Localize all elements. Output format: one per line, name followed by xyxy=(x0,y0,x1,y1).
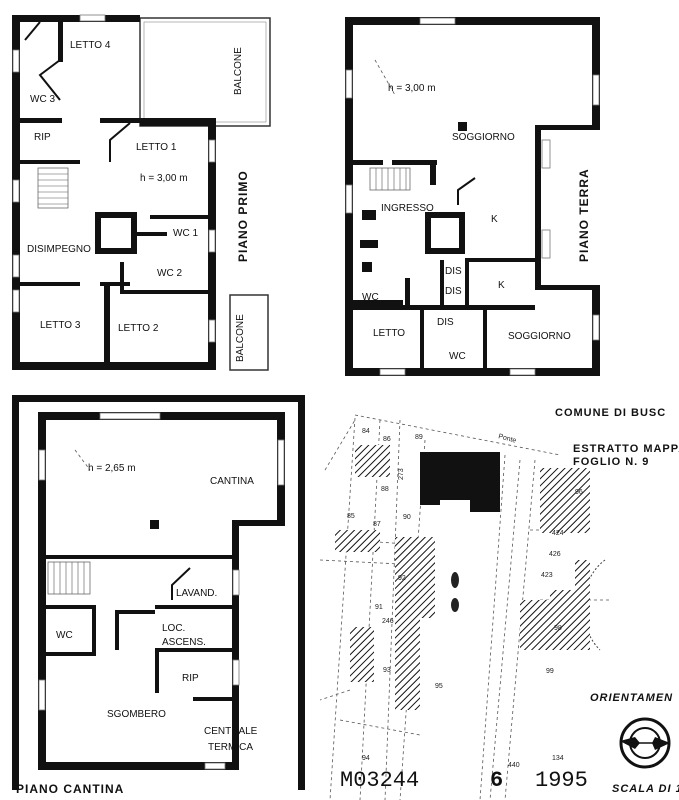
parcel-number: 246 xyxy=(382,618,394,625)
floor-title: PIANO PRIMO xyxy=(236,170,250,262)
room-label: RIP xyxy=(182,673,199,684)
stamp-day: 6 xyxy=(490,768,503,793)
parcel-number: 91 xyxy=(375,604,383,611)
foglio-label: FOGLIO N. 9 xyxy=(573,456,649,468)
parcel-number: 92 xyxy=(398,575,406,582)
room-label: ASCENS. xyxy=(162,637,206,648)
room-label: LOC. xyxy=(162,623,185,634)
balcony-bottom xyxy=(229,294,269,371)
parcel-number: 95 xyxy=(435,683,443,690)
cadastral-map: Ponte 84 86 89 273 88 85 87 90 92 91 246… xyxy=(319,407,679,800)
parcel-number: 273 xyxy=(398,468,405,480)
parcel-number: 99 xyxy=(546,668,554,675)
room-label: SOGGIORNO xyxy=(508,331,571,342)
room-label: K xyxy=(498,280,505,291)
room-label: DISIMPEGNO xyxy=(27,244,91,255)
height-label: h = 3,00 m xyxy=(388,83,436,94)
parcel-number: 134 xyxy=(552,755,564,762)
room-label: WC xyxy=(449,351,466,362)
parcel-number: 85 xyxy=(347,513,355,520)
exterior-walls xyxy=(345,17,600,376)
room-label: WC xyxy=(56,630,73,641)
parcel-number: 93 xyxy=(383,667,391,674)
room-label: SGOMBERO xyxy=(107,709,166,720)
room-label: LETTO 4 xyxy=(70,40,111,51)
stairs xyxy=(37,167,69,209)
room-label: LETTO 2 xyxy=(118,323,159,334)
parcel-number: 423 xyxy=(541,572,553,579)
outer-frame xyxy=(12,395,305,790)
room-label: K xyxy=(491,214,498,225)
room-label: DIS xyxy=(437,317,454,328)
room-label: DIS xyxy=(445,266,462,277)
floor-title: PIANO CANTINA xyxy=(16,782,124,796)
stairs xyxy=(47,561,91,595)
room-label: LETTO xyxy=(373,328,405,339)
stamp-code: M03244 xyxy=(340,768,419,793)
stairs xyxy=(369,167,411,191)
piano-primo-plan: LETTO 4 WC 3 BALCONE RIP LETTO 1 h = 3,0… xyxy=(12,14,271,371)
room-label: CENTRALE xyxy=(204,726,258,737)
road-label: Ponte xyxy=(497,433,517,445)
piano-cantina-plan: h = 2,65 m CANTINA LAVAND. WC LOC. ASCEN… xyxy=(12,395,305,796)
column xyxy=(150,520,159,529)
exterior-walls xyxy=(12,15,216,370)
parcel-number: 90 xyxy=(403,514,411,521)
parcel-number: 98 xyxy=(554,625,562,632)
floor-title: PIANO TERRA xyxy=(577,168,591,262)
parcel-number: 96 xyxy=(575,489,583,496)
room-label: LETTO 1 xyxy=(136,142,177,153)
room-label: DIS xyxy=(445,286,462,297)
orientation-label: ORIENTAMEN xyxy=(590,692,673,704)
compass-icon xyxy=(619,717,671,769)
estratto-label: ESTRATTO MAPPA xyxy=(573,443,679,455)
scale-label: SCALA DI 1:2 xyxy=(612,783,679,795)
room-label: WC 1 xyxy=(173,228,198,239)
height-label: h = 2,65 m xyxy=(88,463,136,474)
room-label: BALCONE xyxy=(233,47,244,95)
room-label: INGRESSO xyxy=(381,203,434,214)
parcel-number: 426 xyxy=(549,551,561,558)
parcel-number: 86 xyxy=(383,436,391,443)
room-label: WC 3 xyxy=(30,94,55,105)
parcel-number: 88 xyxy=(381,486,389,493)
height-label: h = 3,00 m xyxy=(140,173,188,184)
comune-label: COMUNE DI BUSC xyxy=(555,407,666,419)
room-label: TERMICA xyxy=(208,742,253,753)
parcel-number: 89 xyxy=(415,434,423,441)
room-label: WC 2 xyxy=(157,268,182,279)
room-label: BALCONE xyxy=(235,314,246,362)
column xyxy=(458,122,467,131)
balcony-top xyxy=(139,17,271,127)
room-label: LETTO 3 xyxy=(40,320,81,331)
stamp-year: 1995 xyxy=(535,768,588,793)
parcel-number: 424 xyxy=(552,530,564,537)
room-label: CANTINA xyxy=(210,476,254,487)
parcel-number: 94 xyxy=(362,755,370,762)
room-label: WC xyxy=(362,292,379,303)
parcel-number: 84 xyxy=(362,428,370,435)
parcel-number: 87 xyxy=(373,521,381,528)
room-label: LAVAND. xyxy=(176,588,217,599)
room-label: SOGGIORNO xyxy=(452,132,515,143)
piano-terra-plan: h = 3,00 m SOGGIORNO INGRESSO K PIANO TE… xyxy=(345,17,600,376)
parcel-number: 440 xyxy=(508,762,520,769)
subject-building xyxy=(420,452,500,512)
room-label: RIP xyxy=(34,132,51,143)
